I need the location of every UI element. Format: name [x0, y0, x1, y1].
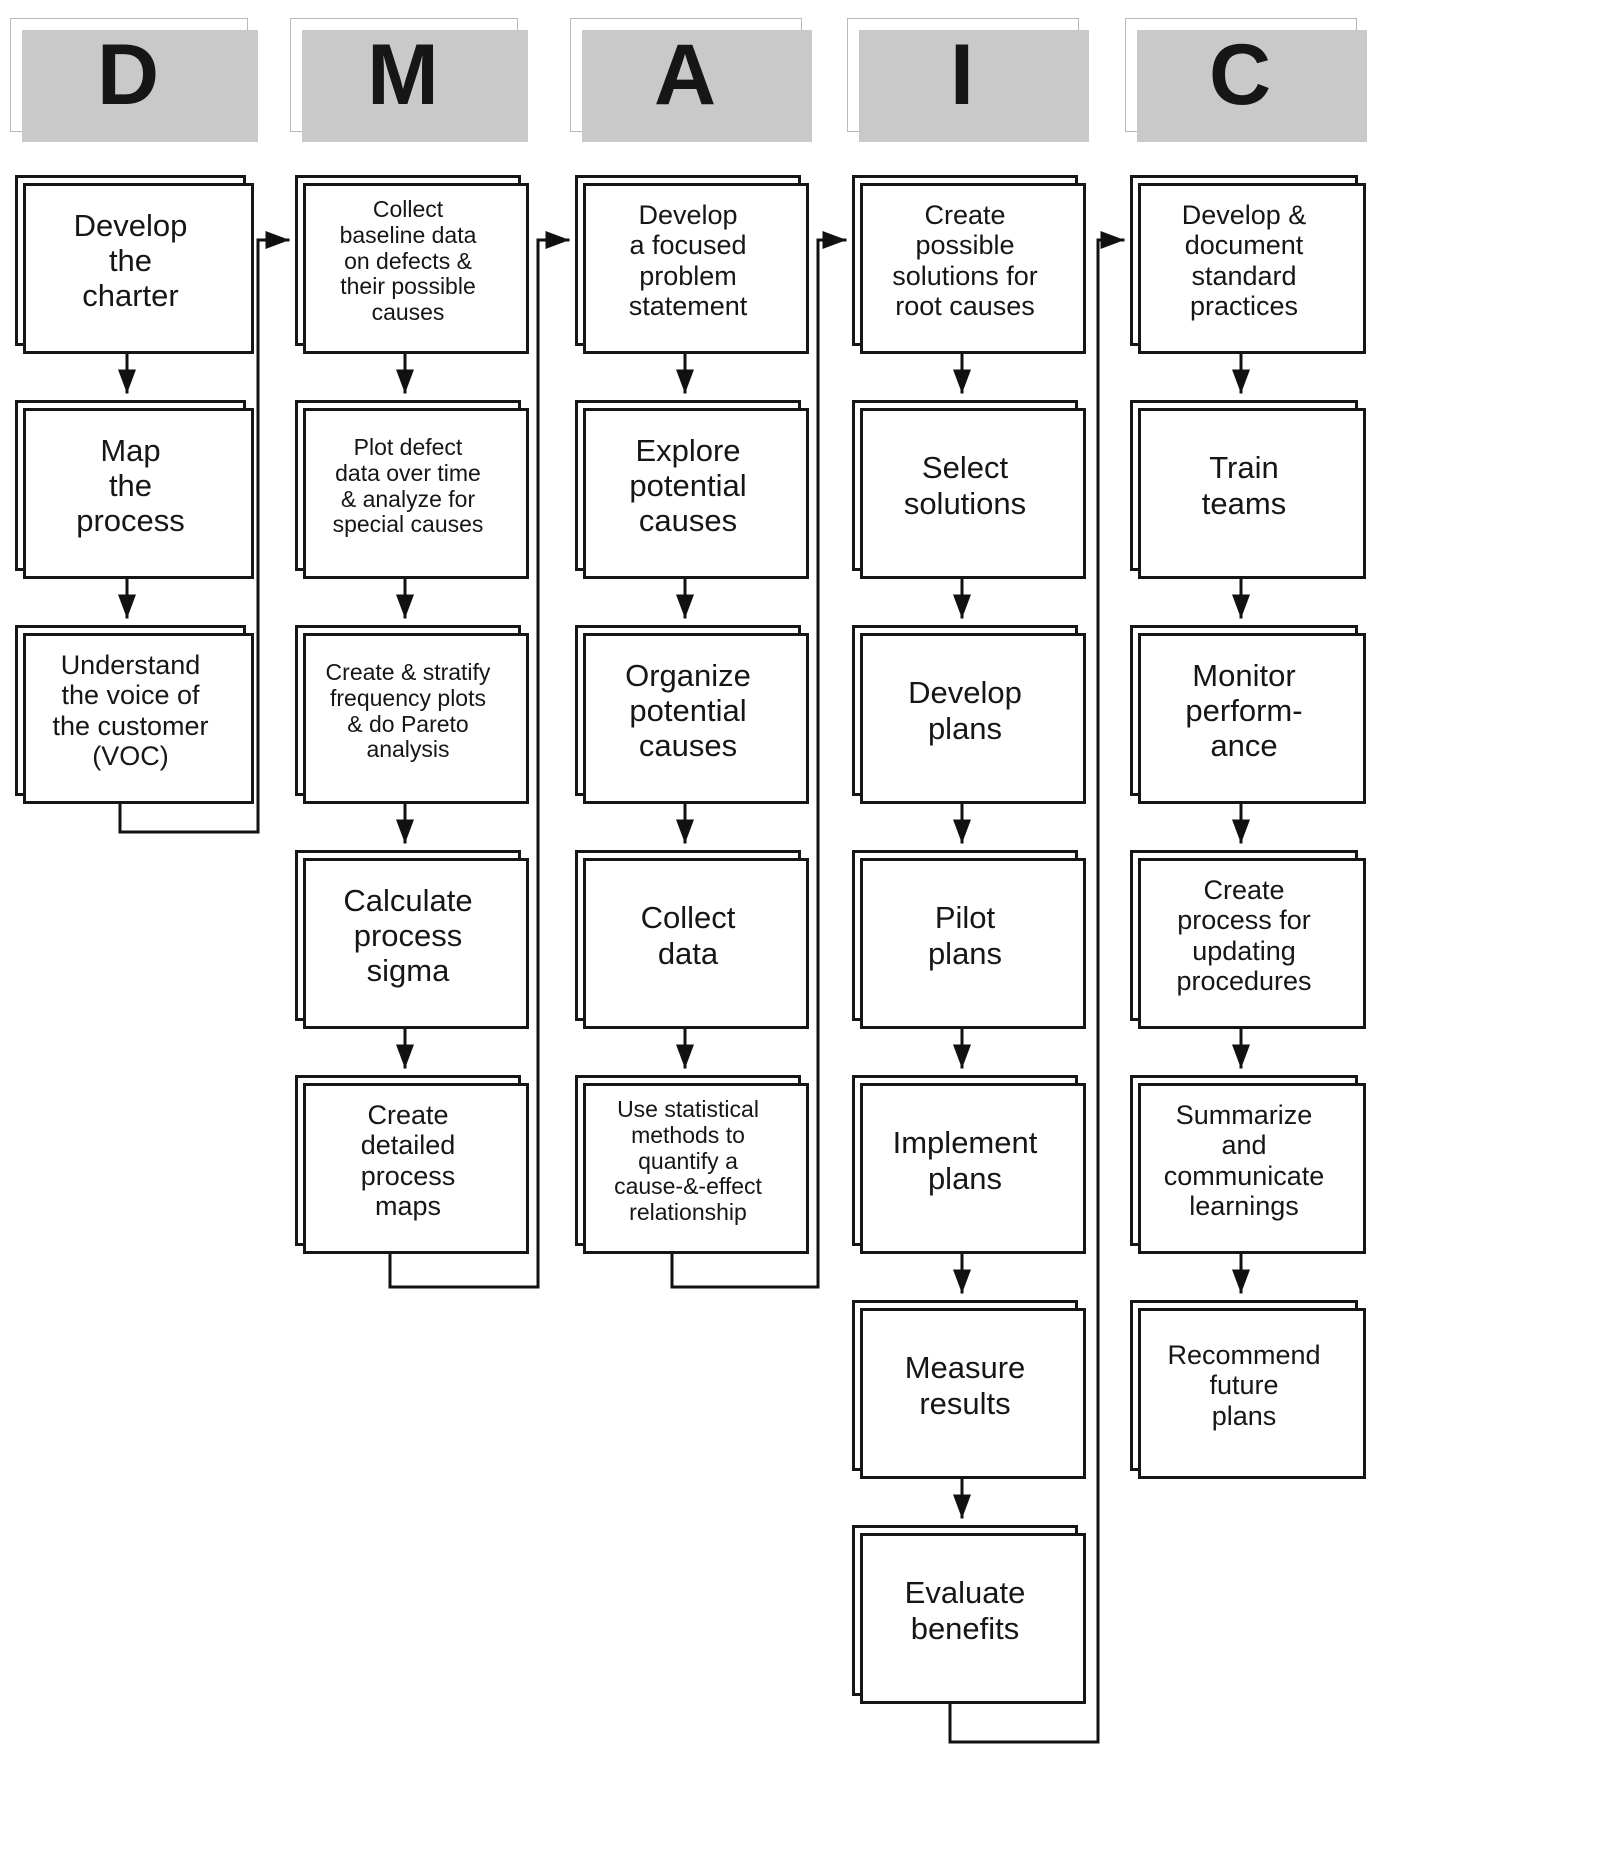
step-plot-defect-data: Plot defect data over time & analyze for…: [295, 400, 529, 579]
step-map-process: Map the process: [15, 400, 254, 579]
step-communicate-learnings: Summarize and communicate learnings: [1130, 1075, 1366, 1254]
step-create-possible-solutions: Create possible solutions for root cause…: [852, 175, 1086, 354]
phase-header-control: C: [1125, 18, 1367, 142]
phase-letter: C: [1208, 26, 1274, 123]
step-implement-plans: Implement plans: [852, 1075, 1086, 1254]
connector-measure-to-analyze: [388, 231, 570, 1289]
step-frequency-pareto-analysis: Create & stratify frequency plots & do P…: [295, 625, 529, 804]
step-recommend-future-plans: Recommend future plans: [1130, 1300, 1366, 1479]
step-label: Pilot plans: [927, 900, 1003, 971]
step-label: Create process for updating procedures: [1176, 874, 1312, 997]
step-label: Understand the voice of the customer (VO…: [52, 649, 209, 772]
step-label: Explore potential causes: [629, 432, 747, 538]
phase-letter: I: [950, 26, 976, 123]
step-label: Evaluate benefits: [904, 1575, 1026, 1646]
step-label: Calculate process sigma: [343, 882, 473, 988]
step-label: Develop a focused problem statement: [628, 199, 748, 322]
step-calculate-process-sigma: Calculate process sigma: [295, 850, 529, 1029]
step-label: Develop plans: [908, 675, 1022, 746]
connector-define-to-measure: [118, 231, 290, 834]
phase-header-analyze: A: [570, 18, 812, 142]
step-document-standard-practices: Develop & document standard practices: [1130, 175, 1366, 354]
step-focused-problem-statement: Develop a focused problem statement: [575, 175, 809, 354]
step-collect-data: Collect data: [575, 850, 809, 1029]
step-label: Summarize and communicate learnings: [1163, 1099, 1325, 1222]
step-label: Create possible solutions for root cause…: [892, 199, 1038, 322]
step-label: Implement plans: [892, 1125, 1038, 1196]
step-label: Monitor perform- ance: [1185, 657, 1303, 763]
step-select-solutions: Select solutions: [852, 400, 1086, 579]
step-label: Create detailed process maps: [360, 1099, 456, 1222]
step-label: Measure results: [904, 1350, 1026, 1421]
step-label: Develop the charter: [73, 207, 188, 313]
step-measure-results: Measure results: [852, 1300, 1086, 1479]
phase-letter: D: [96, 26, 162, 123]
phase-letter: A: [653, 26, 719, 123]
step-develop-plans: Develop plans: [852, 625, 1086, 804]
phase-header-measure: M: [290, 18, 528, 142]
step-updating-procedures: Create process for updating procedures: [1130, 850, 1366, 1029]
step-organize-potential-causes: Organize potential causes: [575, 625, 809, 804]
step-label: Select solutions: [903, 450, 1027, 521]
step-detailed-process-maps: Create detailed process maps: [295, 1075, 529, 1254]
step-develop-charter: Develop the charter: [15, 175, 254, 354]
phase-header-define: D: [10, 18, 258, 142]
step-label: Collect baseline data on defects & their…: [339, 195, 477, 326]
step-statistical-methods: Use statistical methods to quantify a ca…: [575, 1075, 809, 1254]
step-label: Collect data: [640, 900, 736, 971]
step-label: Organize potential causes: [625, 657, 751, 763]
step-label: Develop & document standard practices: [1181, 199, 1307, 322]
step-label: Plot defect data over time & analyze for…: [332, 433, 484, 538]
phase-header-improve: I: [847, 18, 1089, 142]
connector-analyze-to-improve: [670, 231, 847, 1289]
connector-improve-to-control: [948, 231, 1125, 1744]
step-label: Use statistical methods to quantify a ca…: [614, 1095, 762, 1226]
step-evaluate-benefits: Evaluate benefits: [852, 1525, 1086, 1704]
phase-letter: M: [367, 26, 441, 123]
step-collect-baseline-data: Collect baseline data on defects & their…: [295, 175, 529, 354]
step-label: Recommend future plans: [1167, 1339, 1321, 1431]
step-label: Create & stratify frequency plots & do P…: [325, 658, 491, 763]
step-label: Train teams: [1201, 450, 1287, 521]
step-voice-of-customer: Understand the voice of the customer (VO…: [15, 625, 254, 804]
step-label: Map the process: [76, 432, 185, 538]
step-train-teams: Train teams: [1130, 400, 1366, 579]
step-explore-potential-causes: Explore potential causes: [575, 400, 809, 579]
step-pilot-plans: Pilot plans: [852, 850, 1086, 1029]
step-monitor-performance: Monitor perform- ance: [1130, 625, 1366, 804]
